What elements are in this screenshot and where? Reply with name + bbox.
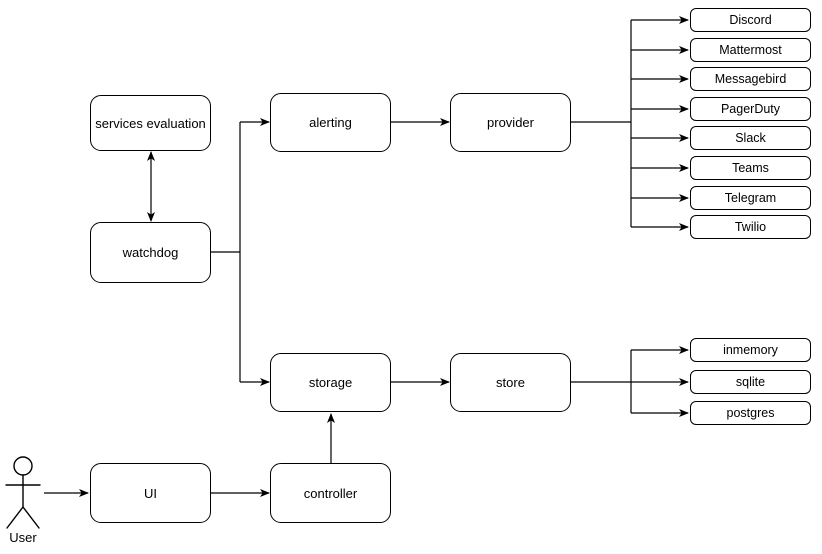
node-provider-teams[interactable]: Teams [690, 156, 811, 180]
node-store-sqlite[interactable]: sqlite [690, 370, 811, 394]
node-store-postgres[interactable]: postgres [690, 401, 811, 425]
node-alerting-label: alerting [309, 115, 352, 130]
node-provider-twilio[interactable]: Twilio [690, 215, 811, 239]
node-controller[interactable]: controller [270, 463, 391, 523]
node-provider-slack[interactable]: Slack [690, 126, 811, 150]
node-watchdog-label: watchdog [122, 245, 179, 260]
node-store-inmemory-label: inmemory [723, 342, 778, 357]
user-actor-label: User [9, 530, 37, 545]
user-actor-figure [5, 456, 41, 529]
node-provider-messagebird[interactable]: Messagebird [690, 67, 811, 91]
node-provider-mattermost[interactable]: Mattermost [690, 38, 811, 62]
node-controller-label: controller [303, 485, 358, 501]
node-ui-label: UI [144, 485, 157, 501]
node-store-sqlite-label: sqlite [735, 374, 766, 389]
node-ui[interactable]: UI [90, 463, 211, 523]
node-provider-teams-label: Teams [732, 160, 769, 175]
node-provider-twilio-label: Twilio [734, 219, 767, 234]
node-provider-slack-label: Slack [735, 130, 766, 145]
node-provider-mattermost-label: Mattermost [719, 42, 782, 57]
node-provider-pagerduty-label: PagerDuty [720, 101, 781, 116]
node-alerting[interactable]: alerting [270, 93, 391, 152]
node-storage-label: storage [308, 375, 353, 390]
node-store-postgres-label: postgres [726, 405, 775, 420]
node-provider-label: provider [487, 115, 534, 130]
node-provider-pagerduty[interactable]: PagerDuty [690, 97, 811, 121]
node-services-evaluation-label: services evaluation [95, 115, 206, 131]
node-store[interactable]: store [450, 353, 571, 412]
node-provider-discord[interactable]: Discord [690, 8, 811, 32]
node-store-label: store [496, 375, 525, 390]
node-provider-discord-label: Discord [729, 12, 772, 27]
node-store-inmemory[interactable]: inmemory [690, 338, 811, 362]
node-provider-messagebird-label: Messagebird [714, 71, 787, 86]
node-provider-telegram[interactable]: Telegram [690, 186, 811, 210]
node-provider[interactable]: provider [450, 93, 571, 152]
node-services-evaluation[interactable]: services evaluation [90, 95, 211, 151]
node-storage[interactable]: storage [270, 353, 391, 412]
node-watchdog[interactable]: watchdog [90, 222, 211, 283]
node-provider-telegram-label: Telegram [724, 190, 777, 205]
